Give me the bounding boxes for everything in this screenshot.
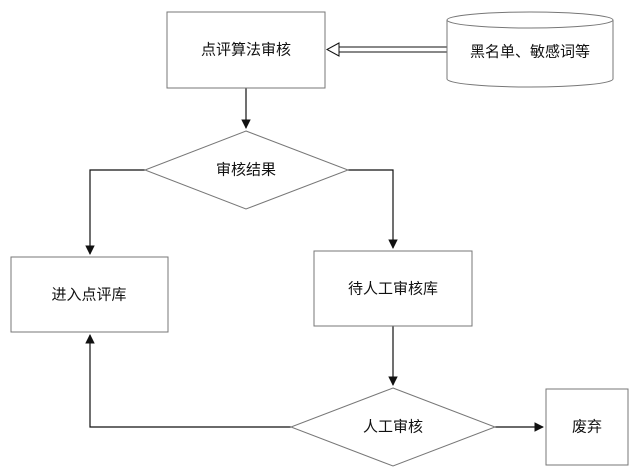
node-enter-library-label: 进入点评库 — [51, 286, 126, 304]
node-pending-manual: 待人工审核库 — [313, 250, 473, 327]
node-enter-library: 进入点评库 — [10, 256, 169, 333]
node-algorithm-review-label: 点评算法审核 — [201, 41, 291, 59]
node-blacklist-db: 黑名单、敏感词等 — [446, 11, 614, 88]
node-manual-review: 人工审核 — [289, 387, 497, 467]
node-pending-manual-label: 待人工审核库 — [348, 280, 438, 298]
node-review-result-label: 审核结果 — [216, 161, 276, 179]
node-review-result: 审核结果 — [143, 130, 350, 210]
node-discard-label: 废弃 — [572, 418, 602, 436]
node-algorithm-review: 点评算法审核 — [166, 11, 326, 89]
edge-db-to-algorithm — [325, 42, 447, 57]
edge-manual-to-library — [85, 334, 291, 428]
node-manual-review-label: 人工审核 — [363, 418, 423, 436]
edge-result-to-pending — [348, 169, 398, 249]
node-blacklist-db-label: 黑名单、敏感词等 — [470, 43, 590, 61]
node-discard: 废弃 — [545, 388, 629, 466]
edge-result-to-library — [85, 169, 145, 255]
